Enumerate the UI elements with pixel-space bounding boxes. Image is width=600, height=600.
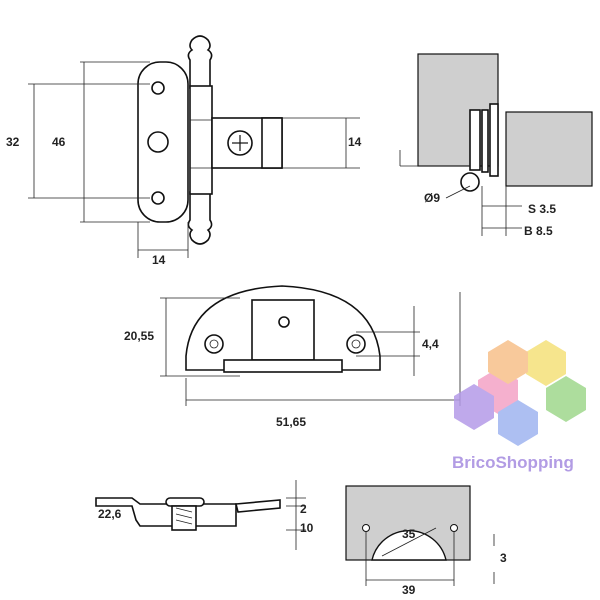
brand-logo: BricoShopping (452, 340, 586, 472)
plan-view: 20,55 4,4 51,65 (124, 285, 461, 429)
dim-cup-diameter: 35 (402, 527, 416, 541)
brand-logo-text: BricoShopping (452, 453, 574, 472)
section-view: 22,6 2 10 (95, 480, 314, 550)
side-view: Ø9 S 3.5 B 8.5 (399, 53, 593, 238)
dim-spacing-s: S 3.5 (528, 202, 556, 216)
dim-plan-height: 20,55 (124, 329, 154, 343)
dim-overall: 22,6 (98, 507, 122, 521)
dim-width-plate: 14 (152, 253, 166, 267)
dim-plan-width: 51,65 (276, 415, 306, 429)
dim-depth-bottom: 10 (300, 521, 314, 535)
drilling-view: 35 39 3 (345, 485, 507, 597)
dim-pin-diameter: Ø9 (424, 191, 440, 205)
dim-height-pin: 14 (348, 135, 362, 149)
dim-spacing-b: B 8.5 (524, 224, 553, 238)
dim-edge-offset: 3 (500, 551, 507, 565)
dim-height-inner: 46 (52, 135, 66, 149)
dim-height-outer: 32 (6, 135, 20, 149)
dim-hole-spacing: 39 (402, 583, 416, 597)
dim-hole-offset: 4,4 (422, 337, 439, 351)
dim-depth-top: 2 (300, 502, 307, 516)
front-view: 32 46 14 14 (6, 35, 362, 267)
